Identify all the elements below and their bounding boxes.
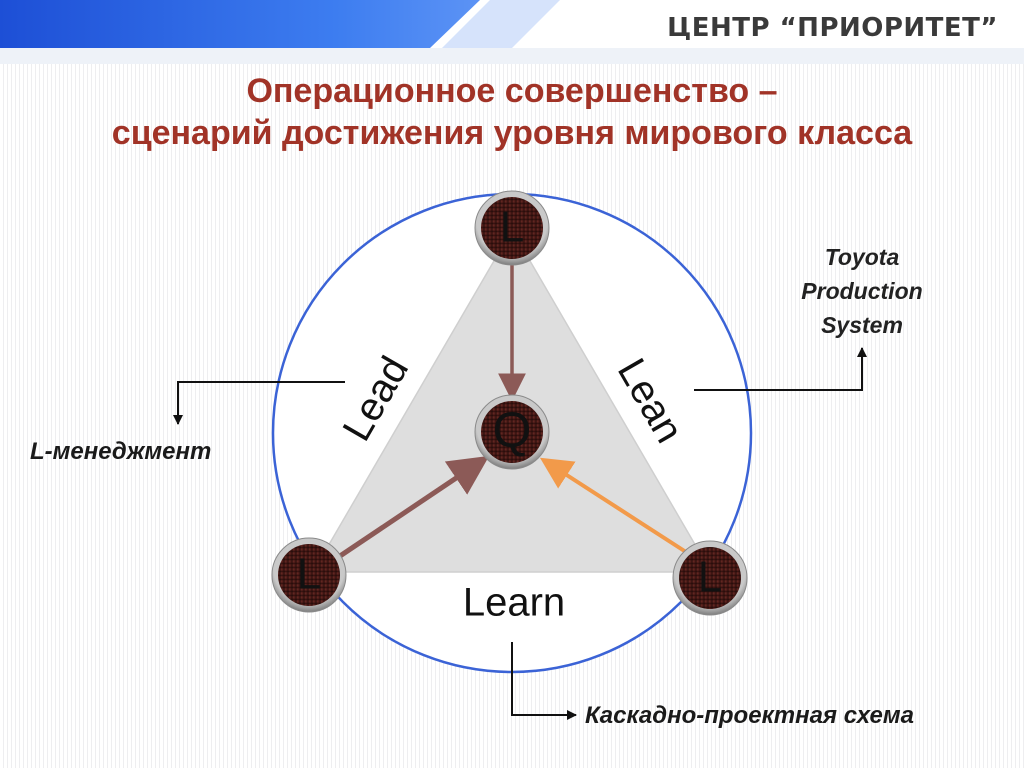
- node-top-label: L: [500, 203, 524, 252]
- node-right-label: L: [698, 553, 722, 602]
- callout-tps-line-2: Production: [801, 278, 923, 304]
- node-right: L: [672, 540, 748, 616]
- callout-tps-line-1: Toyota: [824, 244, 900, 270]
- node-center-label: Q: [493, 402, 532, 458]
- arrow-left-to-center: [338, 455, 490, 559]
- connector-cascade: [511, 642, 577, 720]
- node-left: L: [271, 537, 347, 613]
- logo: ЦЕНТР “ПРИОРИТЕТ”: [667, 13, 998, 43]
- node-center: Q: [474, 394, 550, 470]
- edge-label-learn: Learn: [463, 581, 565, 625]
- callout-tps-line-3: System: [821, 312, 903, 338]
- page-title: Операционное совершенство – сценарий дос…: [0, 70, 1024, 154]
- node-top: L: [474, 190, 550, 266]
- connector-l-management: [173, 381, 345, 425]
- title-line-2: сценарий достижения уровня мирового клас…: [111, 114, 913, 152]
- callout-toyota-production-system: Toyota Production System: [772, 240, 952, 342]
- connector-tps: [694, 347, 867, 391]
- node-left-label: L: [297, 550, 321, 599]
- callout-cascade-scheme: Каскадно-проектная схема: [585, 702, 914, 729]
- arrow-right-to-center: [539, 457, 688, 554]
- callout-l-management: L-менеджмент: [30, 438, 212, 465]
- header-band: [0, 0, 1024, 64]
- title-line-1: Операционное совершенство –: [246, 72, 778, 110]
